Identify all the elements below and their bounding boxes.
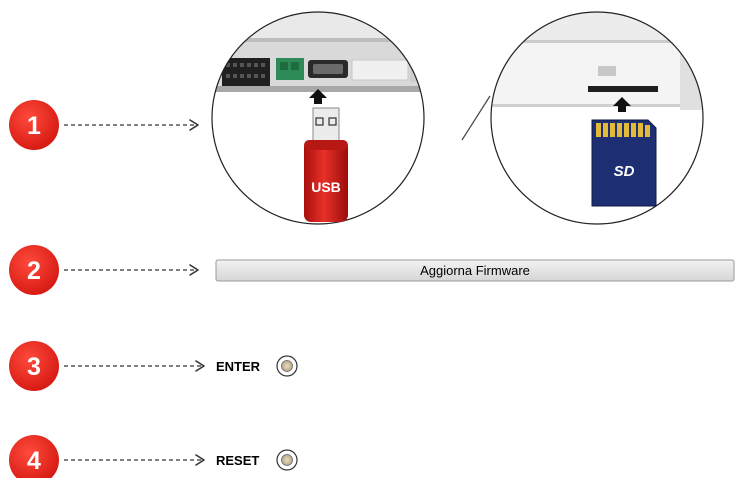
reset-key-button[interactable] <box>276 449 298 471</box>
update-firmware-label: Aggiorna Firmware <box>420 263 530 278</box>
step-3-number: 3 <box>27 353 41 381</box>
usb-stick-icon: USB <box>304 107 348 222</box>
sd-card-icon: SD <box>591 119 657 207</box>
step-2-badge: 2 <box>9 245 59 295</box>
step-1-arrow <box>64 119 199 131</box>
step-3-badge: 3 <box>9 341 59 391</box>
step-3-arrow <box>64 360 205 372</box>
reset-key-label: RESET <box>216 453 259 468</box>
sd-label: SD <box>614 163 635 180</box>
update-firmware-button[interactable]: Aggiorna Firmware <box>215 259 735 282</box>
up-arrow-icon <box>613 97 631 112</box>
step-2-row: 2 Aggiorna Firmware <box>9 245 735 295</box>
step-4-row: 4 RESET <box>9 435 298 478</box>
enter-key-button[interactable] <box>276 355 298 377</box>
enter-key-label: ENTER <box>216 359 261 374</box>
usb-label: USB <box>311 179 341 195</box>
up-arrow-icon <box>309 89 327 104</box>
step-4-number: 4 <box>27 447 41 475</box>
step-1-row: 1 <box>9 11 704 225</box>
step-3-row: 3 ENTER <box>9 341 298 391</box>
or-separator <box>461 95 491 141</box>
step-2-arrow <box>64 264 199 276</box>
step-1-badge: 1 <box>9 100 59 150</box>
step-4-arrow <box>64 454 205 466</box>
step-4-badge: 4 <box>9 435 59 478</box>
step-1-number: 1 <box>27 112 41 140</box>
step-2-number: 2 <box>27 257 41 285</box>
